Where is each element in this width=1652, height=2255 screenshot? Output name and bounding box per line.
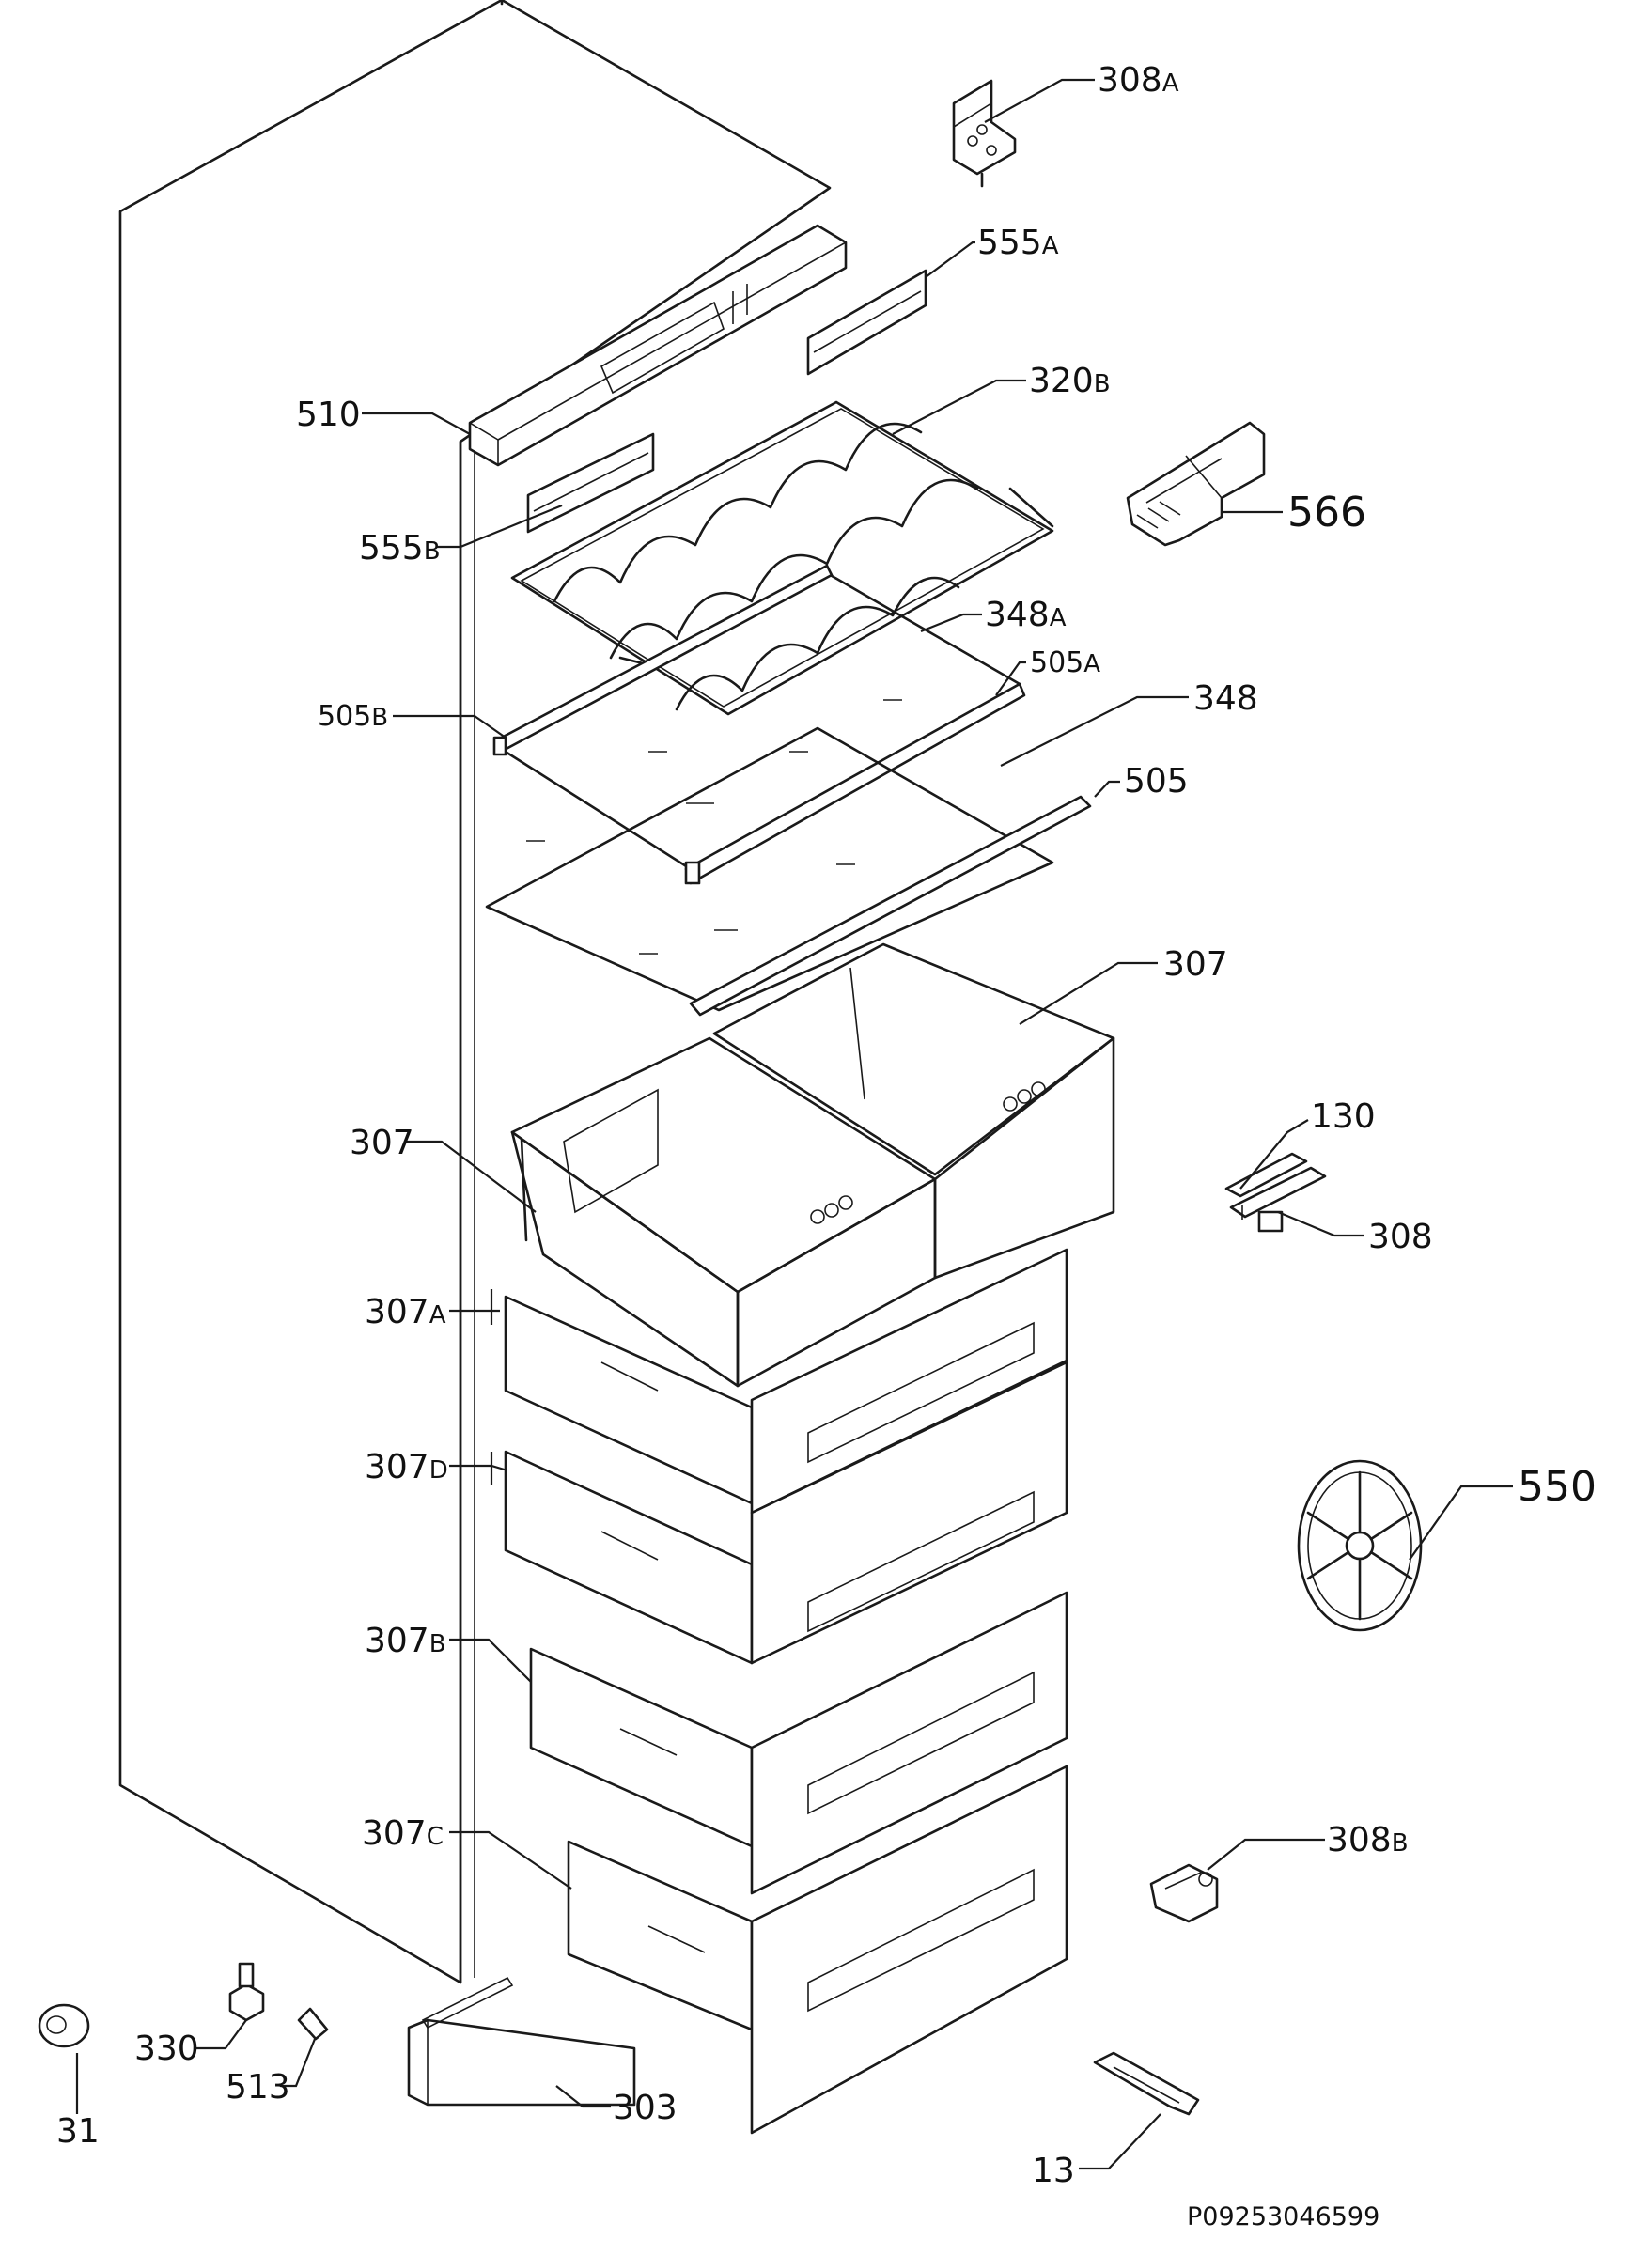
label-505: 505 [1124, 762, 1189, 801]
shelf-trim-505 [689, 795, 1092, 1017]
label-307a: 307A [365, 1293, 446, 1331]
document-code: P09253046599 [1187, 2202, 1379, 2232]
cabinet-body [118, 0, 832, 1984]
drawer-307b [529, 1591, 1068, 1895]
label-130: 130 [1311, 1097, 1376, 1136]
bottle-rack [510, 400, 1054, 716]
label-505a: 505A [1030, 646, 1100, 679]
label-308a: 308A [1098, 61, 1179, 100]
label-513: 513 [226, 2068, 290, 2107]
part-labels: 308A 555A 510 320B 566 555B 348A 505A 50… [56, 61, 1597, 2190]
control-panel [468, 224, 848, 467]
drawer-307d [504, 1361, 1068, 1665]
bracket-13 [1093, 2051, 1200, 2116]
kickplate-303 [407, 1976, 636, 2107]
label-307c: 307C [362, 1814, 444, 1853]
label-510: 510 [296, 396, 361, 434]
clip-513 [297, 2007, 329, 2041]
wheel-550 [1297, 1459, 1423, 1632]
hinge-308b [1149, 1863, 1219, 1923]
hinge-130-308 [1224, 1152, 1327, 1233]
label-330: 330 [134, 2030, 199, 2068]
label-308: 308 [1368, 1218, 1433, 1256]
label-320b: 320B [1029, 362, 1111, 400]
label-348: 348 [1193, 679, 1258, 718]
label-505b: 505B [318, 700, 388, 733]
label-303: 303 [613, 2089, 678, 2127]
label-307b: 307B [365, 1622, 446, 1660]
label-348a: 348A [985, 596, 1067, 634]
label-555b: 555B [359, 529, 441, 568]
drawer-307a [504, 1248, 1068, 1515]
label-31: 31 [56, 2112, 100, 2151]
leader-lines [75, 78, 1513, 2170]
label-13: 13 [1032, 2152, 1075, 2190]
foot-31 [38, 2003, 90, 2048]
light-cover-555a [806, 269, 927, 376]
screw-foot-330 [228, 1962, 265, 2022]
light-cover-555b [526, 432, 655, 534]
drawer-307c [567, 1765, 1068, 2135]
hinge-308a [952, 79, 1017, 188]
label-550: 550 [1518, 1463, 1597, 1511]
label-307-right: 307 [1163, 945, 1228, 984]
knob-566 [1126, 421, 1266, 547]
label-308b: 308B [1327, 1821, 1409, 1859]
label-555a: 555A [977, 224, 1059, 262]
label-307-left: 307 [350, 1124, 414, 1162]
label-307d: 307D [365, 1448, 448, 1486]
glass-shelf-upper [492, 564, 1026, 885]
label-566: 566 [1287, 489, 1366, 537]
crisper-right [712, 942, 1115, 1280]
glass-shelf-lower [485, 726, 1054, 1012]
